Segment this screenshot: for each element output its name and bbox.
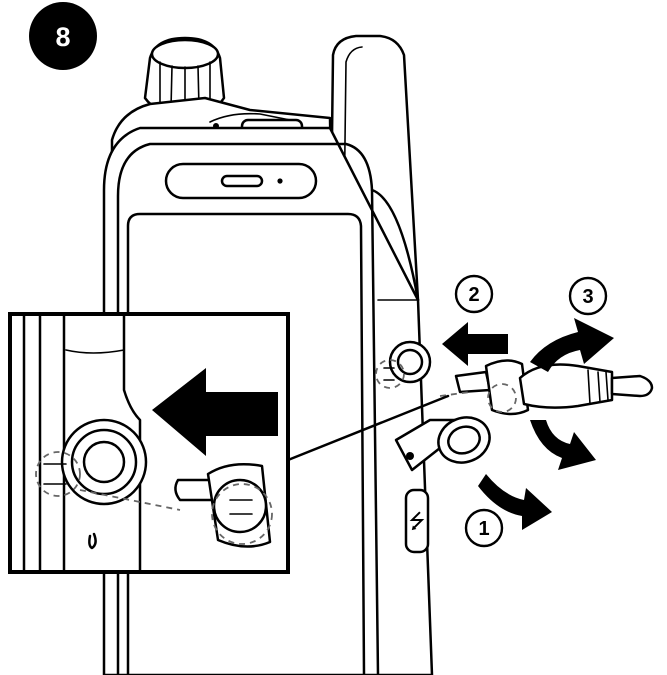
callout-1-label: 1 xyxy=(478,518,489,540)
callout-3: 3 xyxy=(568,276,608,316)
callout-3-label: 3 xyxy=(582,286,593,308)
push-arrow-icon xyxy=(442,322,508,366)
rotate-arrow-icon xyxy=(530,318,614,470)
open-cover-arrow-icon xyxy=(478,474,552,530)
audio-connector xyxy=(439,359,654,416)
accessory-port xyxy=(375,340,432,389)
earpiece xyxy=(164,162,318,200)
usb-cover: ⭍ xyxy=(394,416,491,554)
callout-1: 1 xyxy=(464,508,504,548)
detail-inset xyxy=(8,312,290,574)
step-number: 8 xyxy=(55,22,70,52)
step-badge: 8 xyxy=(29,2,97,70)
push-arrow-icon xyxy=(152,368,278,456)
callout-2: 2 xyxy=(454,274,494,314)
usb-icon: ⭍ xyxy=(409,509,426,533)
callout-2-label: 2 xyxy=(468,284,479,306)
